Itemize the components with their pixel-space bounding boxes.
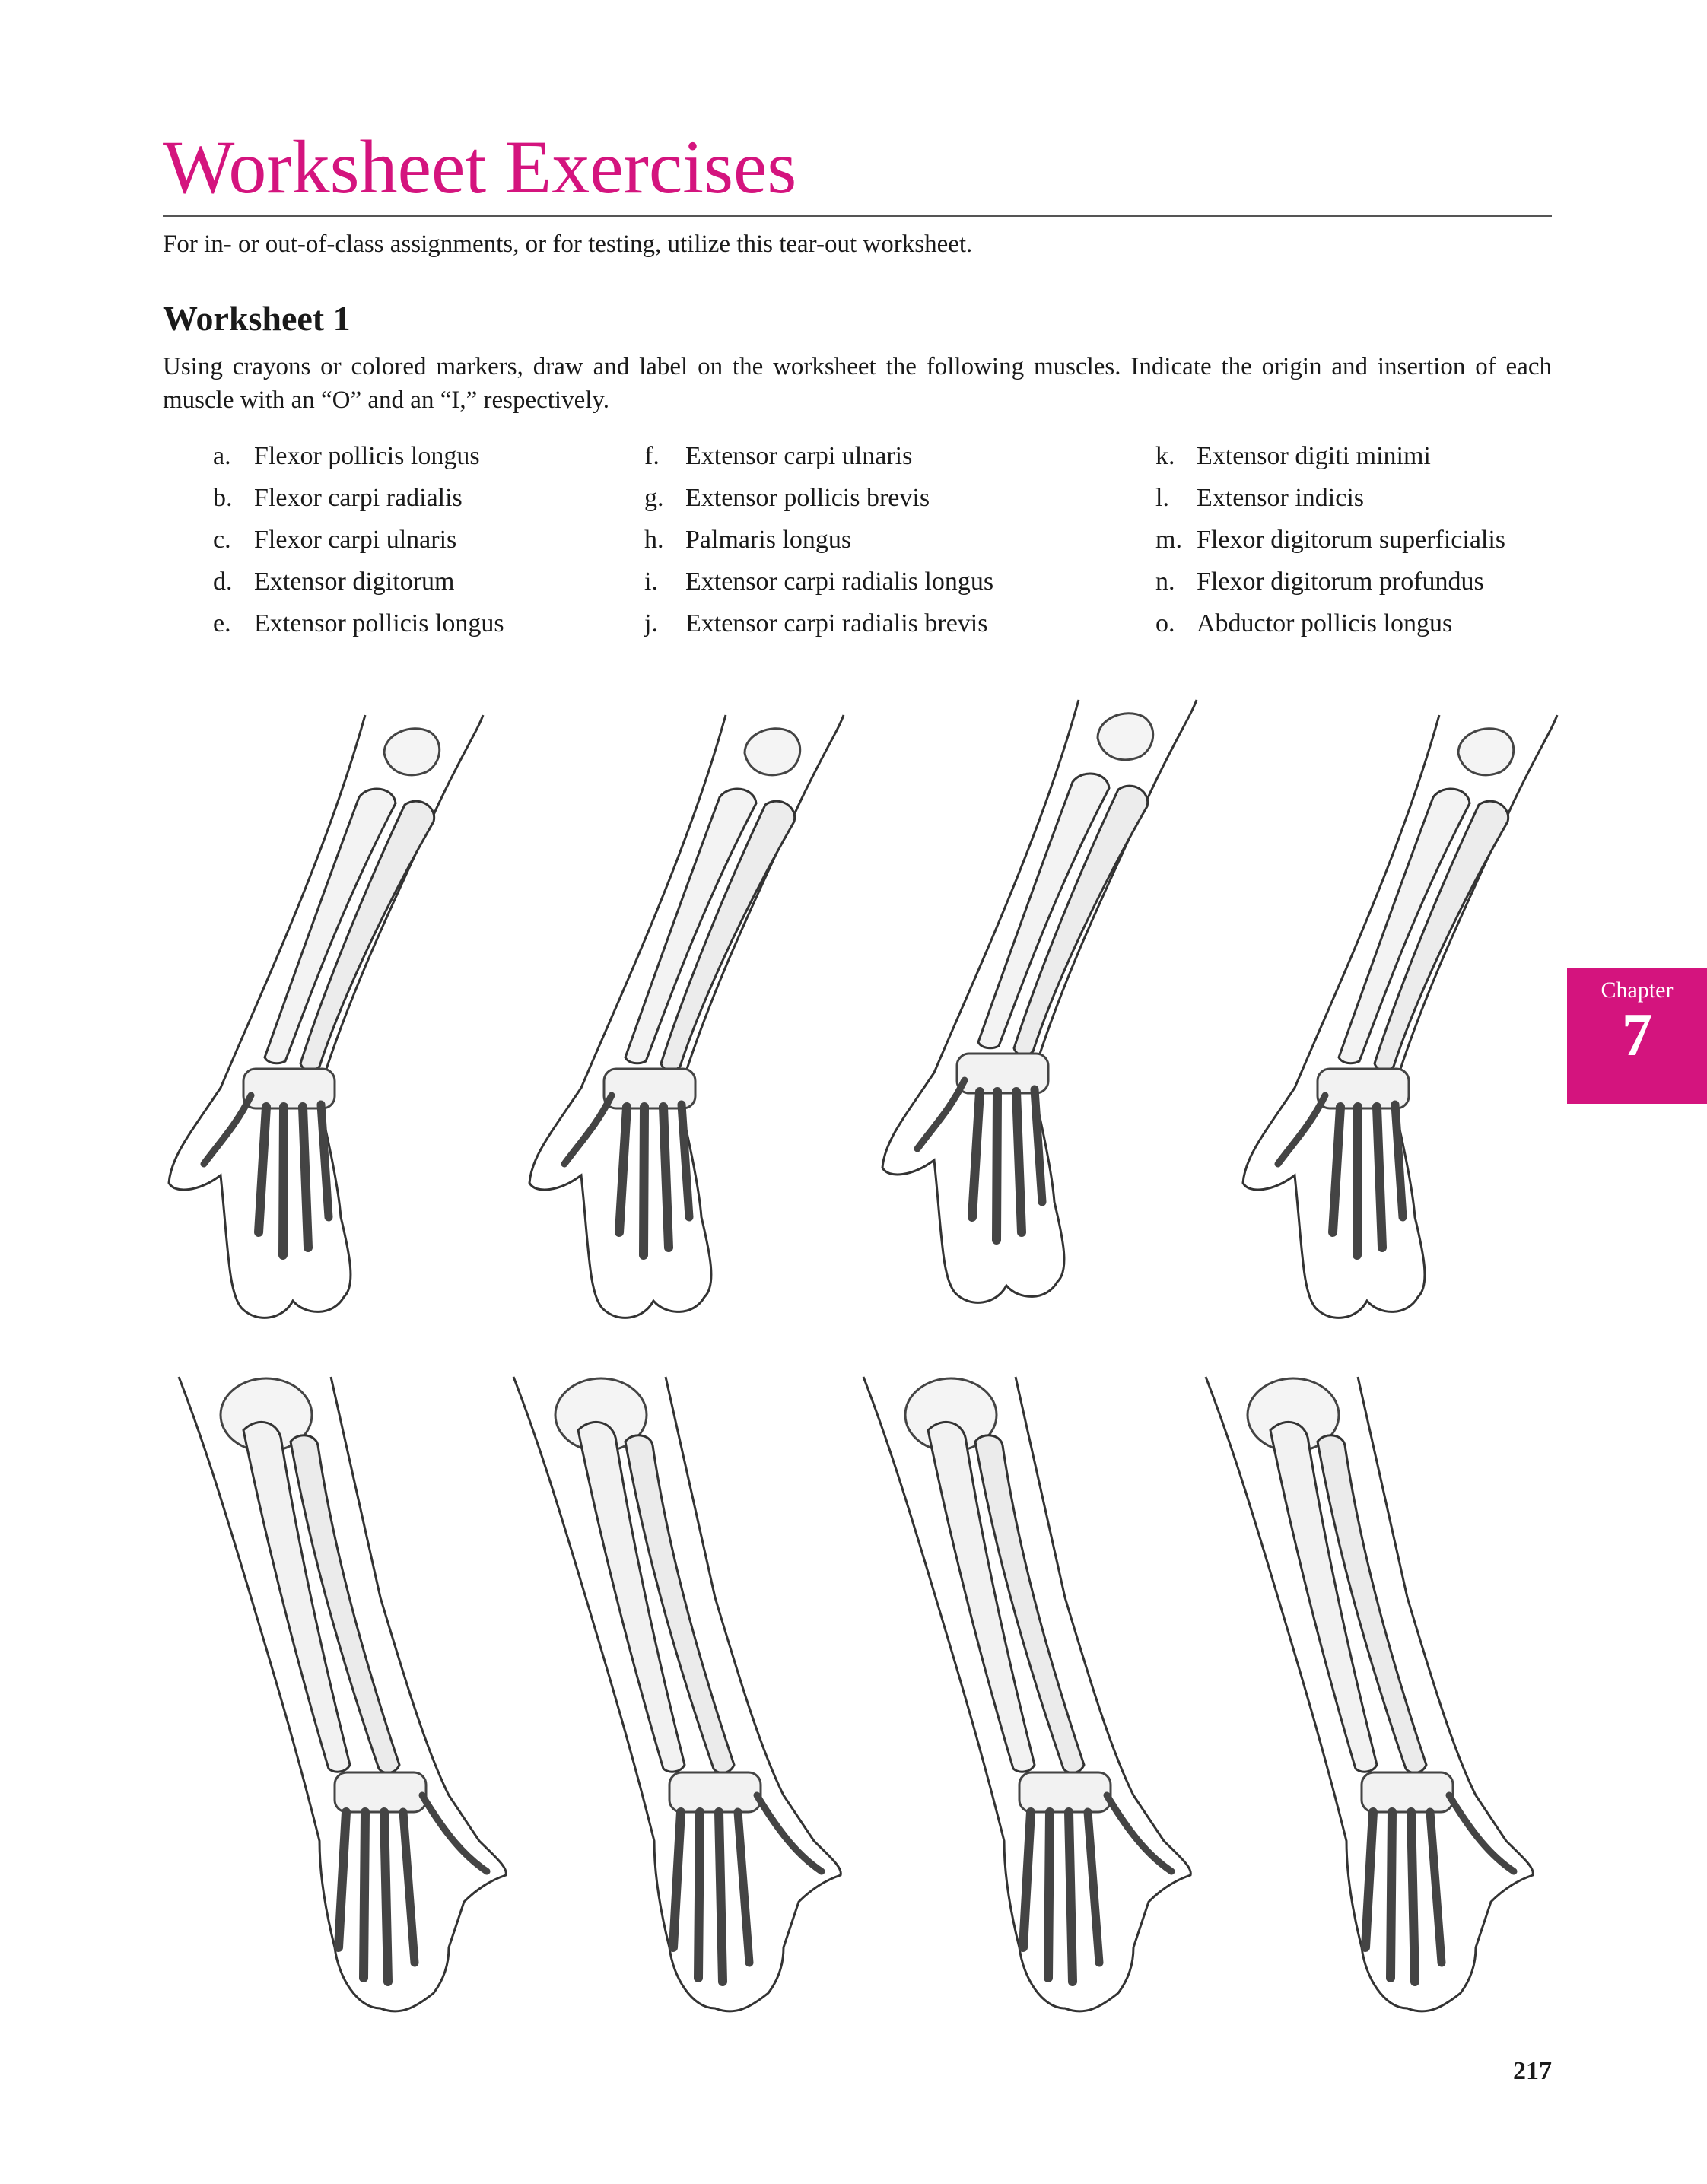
muscle-name: Extensor pollicis brevis [685, 484, 930, 512]
chapter-tab-label: Chapter [1601, 978, 1674, 1003]
intro-text: For in- or out-of-class assignments, or … [163, 230, 973, 258]
muscle-name: Extensor indicis [1197, 484, 1365, 512]
muscle-name: Extensor pollicis longus [254, 609, 504, 637]
muscle-list-item: l. Extensor indicis [1155, 482, 1505, 523]
list-marker: m. [1155, 526, 1182, 554]
muscle-list-item: m. Flexor digitorum superficialis [1155, 523, 1505, 565]
list-marker: i. [644, 567, 658, 596]
forearm-diagram [1206, 1377, 1533, 2011]
forearm-diagram [179, 1377, 506, 2011]
muscle-name: Flexor carpi ulnaris [254, 526, 457, 554]
list-marker: o. [1155, 609, 1175, 637]
muscle-name: Extensor carpi ulnaris [685, 442, 913, 470]
muscle-list-item: h. Palmaris longus [644, 523, 993, 565]
list-marker: d. [213, 567, 233, 596]
chapter-tab: Chapter 7 [1567, 968, 1707, 1104]
list-marker: g. [644, 484, 664, 512]
list-marker: c. [213, 526, 231, 554]
list-marker: f. [644, 442, 660, 470]
list-marker: n. [1155, 567, 1175, 596]
muscle-list-item: a. Flexor pollicis longus [213, 440, 504, 482]
muscle-name: Extensor digiti minimi [1197, 442, 1431, 470]
muscle-list-item: c. Flexor carpi ulnaris [213, 523, 504, 565]
forearm-diagram [169, 715, 483, 1318]
forearm-diagram [863, 1377, 1190, 2011]
muscle-list-item: d. Extensor digitorum [213, 565, 504, 607]
forearm-diagram [513, 1377, 841, 2011]
list-marker: k. [1155, 442, 1175, 470]
muscle-list-column-1: a. Flexor pollicis longus b. Flexor carpi … [213, 440, 504, 649]
list-marker: j. [644, 609, 658, 637]
muscle-list-item: o. Abductor pollicis longus [1155, 607, 1505, 649]
worksheet-heading: Worksheet 1 [163, 299, 351, 338]
muscle-name: Flexor digitorum profundus [1197, 567, 1484, 596]
page-number: 217 [1513, 2057, 1552, 2085]
list-marker: b. [213, 484, 233, 512]
list-marker: e. [213, 609, 231, 637]
forearm-diagram [882, 700, 1197, 1302]
worksheet-instructions: Using crayons or colored markers, draw a… [163, 353, 1552, 414]
muscle-list-column-2: f. Extensor carpi ulnaris g. Extensor poll… [644, 440, 993, 649]
muscle-name: Flexor carpi radialis [254, 484, 463, 512]
muscle-list-item: e. Extensor pollicis longus [213, 607, 504, 649]
chapter-tab-number: 7 [1622, 1002, 1652, 1069]
muscle-name: Extensor carpi radialis brevis [685, 609, 988, 637]
muscle-list-item: n. Flexor digitorum profundus [1155, 565, 1505, 607]
title-rule [163, 215, 1552, 217]
page-title: Worksheet Exercises [163, 125, 797, 209]
muscle-name: Abductor pollicis longus [1197, 609, 1453, 637]
muscle-list-item: g. Extensor pollicis brevis [644, 482, 993, 523]
muscle-list-column-3: k. Extensor digiti minimi l. Extensor indi… [1155, 440, 1505, 649]
muscle-name: Extensor digitorum [254, 567, 455, 596]
muscle-name: Extensor carpi radialis longus [685, 567, 994, 596]
muscle-list-item: j. Extensor carpi radialis brevis [644, 607, 993, 649]
muscle-name: Palmaris longus [685, 526, 852, 554]
list-marker: l. [1155, 484, 1169, 512]
forearm-diagram [529, 715, 844, 1318]
muscle-name: Flexor digitorum superficialis [1197, 526, 1506, 554]
list-marker: h. [644, 526, 664, 554]
muscle-name: Flexor pollicis longus [254, 442, 480, 470]
muscle-list-item: b. Flexor carpi radialis [213, 482, 504, 523]
muscle-list-item: f. Extensor carpi ulnaris [644, 440, 993, 482]
muscle-list-item: i. Extensor carpi radialis longus [644, 565, 993, 607]
list-marker: a. [213, 442, 231, 470]
muscle-list-item: k. Extensor digiti minimi [1155, 440, 1505, 482]
forearm-diagram [1243, 715, 1557, 1318]
